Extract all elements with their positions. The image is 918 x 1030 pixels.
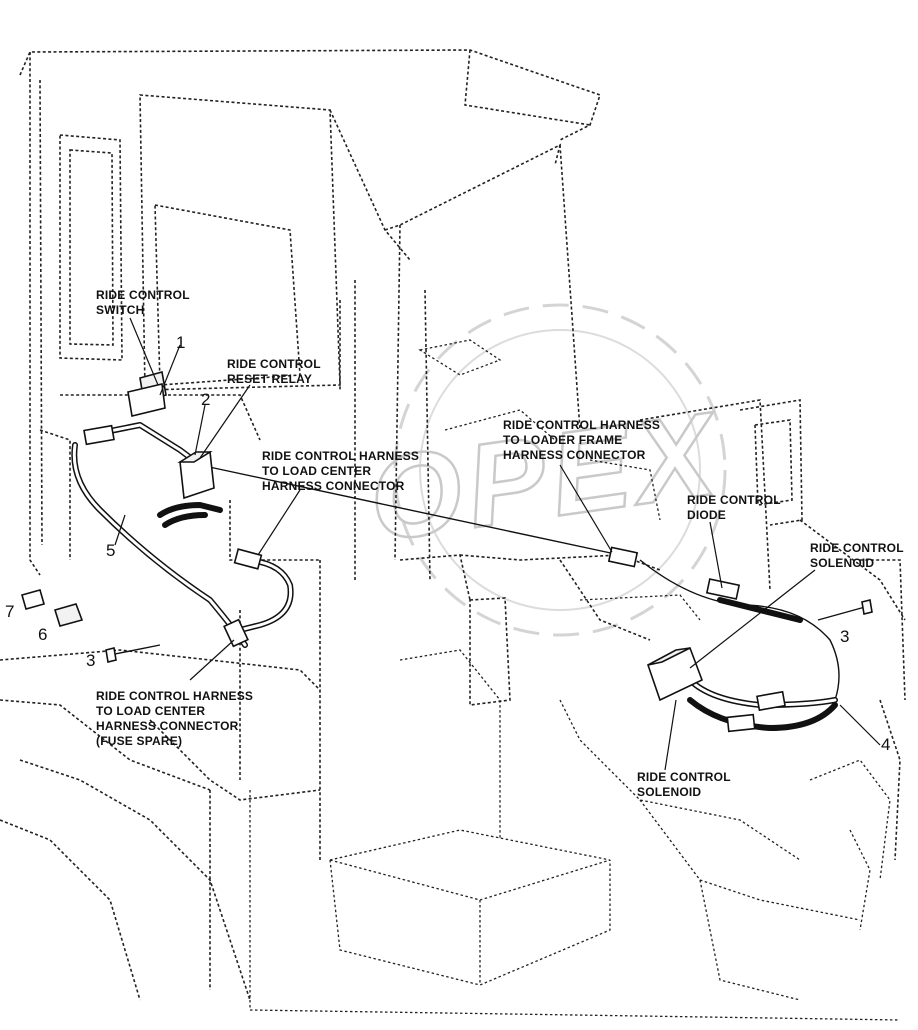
label-line: RIDE CONTROL HARNESS [503,418,660,432]
ride-control-reset-relay [177,450,215,500]
callout-1: 1 [176,333,185,352]
label-line: SOLENOID [810,556,874,570]
callout-3-right: 3 [840,627,849,646]
label-line: RIDE CONTROL HARNESS [96,689,253,703]
label-line: RIDE CONTROL [637,770,731,784]
harness-connector-fuse-spare [223,618,249,648]
label-harness-fuse-spare: RIDE CONTROL HARNESS TO LOAD CENTER HARN… [96,689,253,748]
label-line: DIODE [687,508,726,522]
cab-structure [0,49,906,1021]
label-line: SOLENOID [637,785,701,799]
label-ride-control-solenoid-upper: RIDE CONTROL SOLENOID [810,541,904,570]
callout-6: 6 [38,625,47,644]
label-line: TO LOADER FRAME [503,433,622,447]
label-line: RIDE CONTROL [687,493,781,507]
ride-control-solenoid [646,646,786,733]
label-line: RIDE CONTROL [810,541,904,555]
callout-7: 7 [5,602,14,621]
label-line: HARNESS CONNECTOR [503,448,646,462]
callout-2: 2 [201,390,210,409]
harness-connector-loader-frame [607,546,639,568]
callout-3-left: 3 [86,651,95,670]
label-harness-to-loader-frame: RIDE CONTROL HARNESS TO LOADER FRAME HAR… [503,418,660,462]
label-line: HARNESS CONNECTOR [96,719,239,733]
callout-4: 4 [881,735,890,754]
label-harness-to-load-center-top: RIDE CONTROL HARNESS TO LOAD CENTER HARN… [262,449,419,493]
label-line: TO LOAD CENTER [96,704,205,718]
label-line: RESET RELAY [227,372,312,386]
harness-wiring [71,422,840,731]
leader-lines [114,317,881,771]
label-ride-control-switch: RIDE CONTROL SWITCH [96,288,190,317]
label-line: TO LOAD CENTER [262,464,371,478]
watermark-logo: OPEX [360,303,730,637]
part-3-screw-right [817,599,873,621]
part-3-screw-left [105,644,161,663]
label-ride-control-reset-relay: RIDE CONTROL RESET RELAY [227,357,321,386]
ride-control-diode [705,578,741,600]
label-line: RIDE CONTROL [227,357,321,371]
callout-5: 5 [106,541,115,560]
label-line: SWITCH [96,303,145,317]
label-line: HARNESS CONNECTOR [262,479,405,493]
part-6-clip [53,603,84,627]
part-7-clip [21,589,45,610]
label-line: (FUSE SPARE) [96,734,182,748]
label-ride-control-solenoid-lower: RIDE CONTROL SOLENOID [637,770,731,799]
label-line: RIDE CONTROL [96,288,190,302]
label-ride-control-diode: RIDE CONTROL DIODE [687,493,781,522]
ride-control-switch [127,370,167,417]
harness-connector-left [83,424,115,446]
harness-connector-load-center [233,548,263,570]
callout-numbers: 1 2 5 7 6 3 3 4 [5,333,890,754]
label-line: RIDE CONTROL HARNESS [262,449,419,463]
